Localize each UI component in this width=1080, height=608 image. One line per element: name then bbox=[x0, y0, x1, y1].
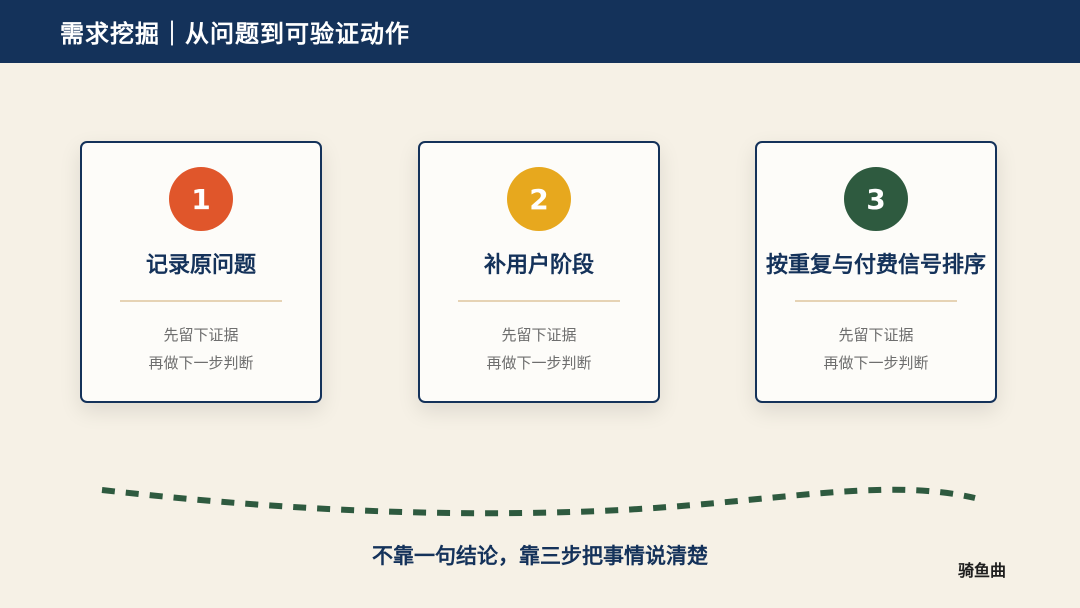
step-number-badge: 3 bbox=[844, 167, 908, 231]
card-divider bbox=[458, 300, 620, 302]
step-number-badge: 1 bbox=[169, 167, 233, 231]
step-description-line: 先留下证据 bbox=[163, 326, 239, 344]
page-title: 需求挖掘｜从问题到可验证动作 bbox=[60, 20, 410, 48]
summary-text: 不靠一句结论，靠三步把事情说清楚 bbox=[372, 544, 708, 568]
dashed-wave-decoration bbox=[101, 486, 976, 517]
step-description-line: 再做下一步判断 bbox=[148, 354, 254, 372]
header-bar: 需求挖掘｜从问题到可验证动作 bbox=[0, 0, 1080, 63]
step-description-line: 先留下证据 bbox=[838, 326, 914, 344]
card-divider bbox=[120, 300, 282, 302]
step-title: 记录原问题 bbox=[145, 253, 256, 278]
step-title: 按重复与付费信号排序 bbox=[765, 253, 986, 278]
step-description-line: 再做下一步判断 bbox=[823, 354, 929, 372]
step-card-2: 2 补用户阶段 先留下证据 再做下一步判断 bbox=[418, 141, 660, 403]
step-description: 先留下证据 再做下一步判断 bbox=[420, 321, 658, 377]
step-number-badge: 2 bbox=[507, 167, 571, 231]
step-description-line: 再做下一步判断 bbox=[486, 354, 592, 372]
step-title: 补用户阶段 bbox=[483, 253, 594, 278]
step-description-line: 先留下证据 bbox=[501, 326, 577, 344]
step-description: 先留下证据 再做下一步判断 bbox=[757, 321, 995, 377]
step-card-3: 3 按重复与付费信号排序 先留下证据 再做下一步判断 bbox=[755, 141, 997, 403]
card-divider bbox=[795, 300, 957, 302]
brand-signature: 骑鱼曲 bbox=[958, 561, 1007, 580]
step-card-1: 1 记录原问题 先留下证据 再做下一步判断 bbox=[80, 141, 322, 403]
step-description: 先留下证据 再做下一步判断 bbox=[82, 321, 320, 377]
